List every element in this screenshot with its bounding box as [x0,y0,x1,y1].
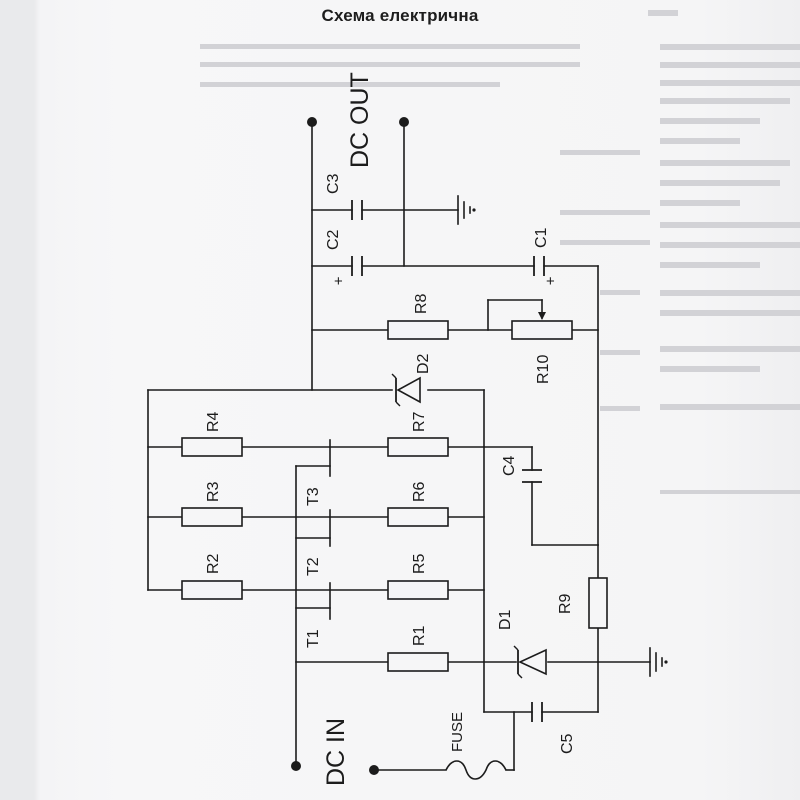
resistor-r4-icon [181,437,243,457]
label-r7: R7 [411,411,428,432]
resistor-r2-icon [181,580,243,600]
label-r6: R6 [411,481,428,502]
label-c5: C5 [559,733,576,754]
resistor-r3-icon [181,507,243,527]
capacitor-c1-icon [533,256,545,276]
label-d1: D1 [497,609,514,630]
label-c3: C3 [325,173,342,194]
label-fuse: FUSE [449,712,466,752]
capacitor-c2-icon [351,256,363,276]
terminal-dc-out-pos [399,117,409,127]
label-r2: R2 [205,553,222,574]
label-c2: C2 [325,229,342,250]
label-c4: C4 [501,455,518,476]
label-r9: R9 [557,593,574,614]
label-r10: R10 [535,355,552,384]
label-plus-c1: + [546,273,555,290]
label-dc-out: DC OUT [346,72,374,168]
terminal-dc-in-neg [291,761,301,771]
capacitor-c5-icon [531,702,543,722]
label-r3: R3 [205,481,222,502]
resistor-r5-icon [387,580,449,600]
label-r8: R8 [413,293,430,314]
capacitor-c4-icon [522,469,542,483]
label-c1: C1 [533,227,550,248]
resistor-r1-icon [387,652,449,672]
label-r4: R4 [205,411,222,432]
label-dc-in: DC IN [322,718,350,786]
label-t3: T3 [305,487,322,506]
resistor-r6-icon [387,507,449,527]
label-d2: D2 [415,353,432,374]
label-r1: R1 [411,625,428,646]
diode-d1-icon [513,645,547,679]
resistor-r8-icon [387,320,449,340]
fuse-icon [445,760,507,780]
potentiometer-r10-icon [511,320,573,340]
resistor-r7-icon [387,437,449,457]
diode-d2-icon [391,373,421,407]
page-title: Схема електрична [321,6,479,25]
label-t2: T2 [305,557,322,576]
terminal-dc-in-pos [369,765,379,775]
terminal-dc-out-neg [307,117,317,127]
label-plus-c2: + [334,273,343,290]
label-r5: R5 [411,553,428,574]
label-t1: T1 [305,629,322,648]
capacitor-c3-icon [351,200,363,220]
resistor-r9-icon [588,577,608,629]
